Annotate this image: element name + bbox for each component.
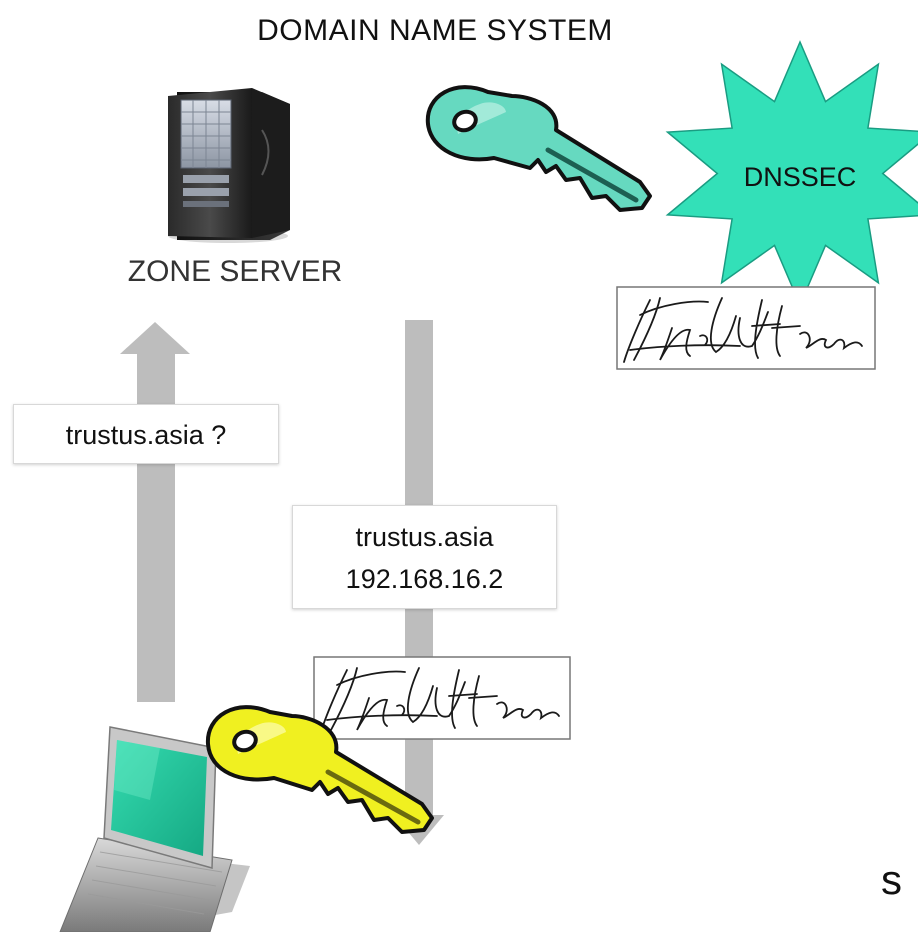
zone-server-label: ZONE SERVER xyxy=(127,255,343,288)
teal-key-icon xyxy=(425,85,652,212)
answer-ip: 192.168.16.2 xyxy=(345,564,504,594)
query-callout: trustus.asia ? xyxy=(13,404,279,464)
yellow-key-icon xyxy=(205,705,434,834)
signature-icon xyxy=(616,286,876,370)
answer-domain: trustus.asia xyxy=(355,522,494,552)
up-arrow xyxy=(120,322,190,702)
answer-callout: trustus.asia 192.168.16.2 xyxy=(292,505,557,609)
query-text: trustus.asia ? xyxy=(65,420,227,450)
laptop-icon xyxy=(59,726,250,932)
dnssec-label: DNSSEC xyxy=(743,162,857,192)
signature-icon xyxy=(313,656,571,740)
cut-text: s xyxy=(881,856,902,903)
diagram-title: DOMAIN NAME SYSTEM xyxy=(257,14,613,47)
server-icon xyxy=(168,88,290,243)
